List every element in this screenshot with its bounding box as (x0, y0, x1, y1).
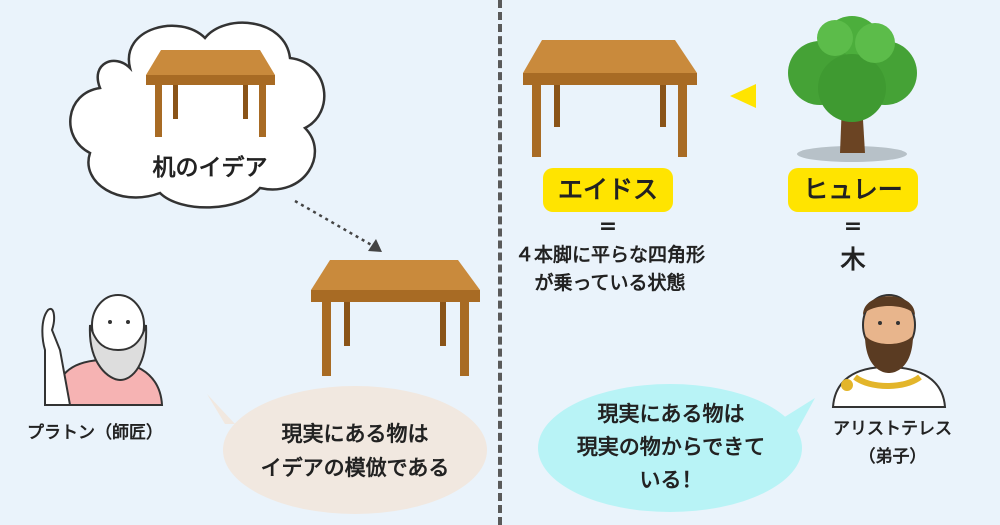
aristotle-illustration (831, 294, 947, 408)
aristotle-bubble-line3: いる！ (639, 468, 703, 492)
aristotle-speech-bubble (538, 384, 815, 512)
plato-illustration (41, 294, 164, 406)
dotted-arrow (294, 199, 382, 252)
cloud-label: 机のイデア (152, 155, 268, 181)
eidos-desc-line2: が乗っている状態 (534, 272, 686, 294)
plato-speech-bubble (207, 386, 487, 514)
eidos-desc-line1: ４本脚に平らな四角形 (514, 244, 705, 266)
center-divider (498, 0, 502, 525)
aristotle-caption-line2: （弟子） (858, 447, 927, 467)
eidos-label: エイドス (543, 168, 673, 212)
hyle-desc: 木 (840, 245, 866, 274)
arrow-left-icon (730, 84, 756, 108)
plato-caption: プラトン（師匠） (27, 423, 163, 443)
aristotle-bubble-line1: 現実にある物は (597, 402, 745, 426)
plato-bubble-line1: 現実にある物は (281, 422, 429, 446)
aristotle-caption-line1: アリストテレス (833, 419, 952, 439)
aristotle-bubble-line2: 現実の物からできて (576, 435, 766, 459)
table-icon (311, 260, 480, 376)
hyle-equals: = (843, 214, 863, 239)
eidos-equals: = (598, 214, 618, 239)
plato-bubble-line2: イデアの模倣である (260, 456, 450, 480)
table-icon (146, 50, 275, 137)
tree-icon (788, 16, 917, 162)
table-icon (523, 40, 697, 157)
hyle-label: ヒュレー (788, 168, 918, 212)
